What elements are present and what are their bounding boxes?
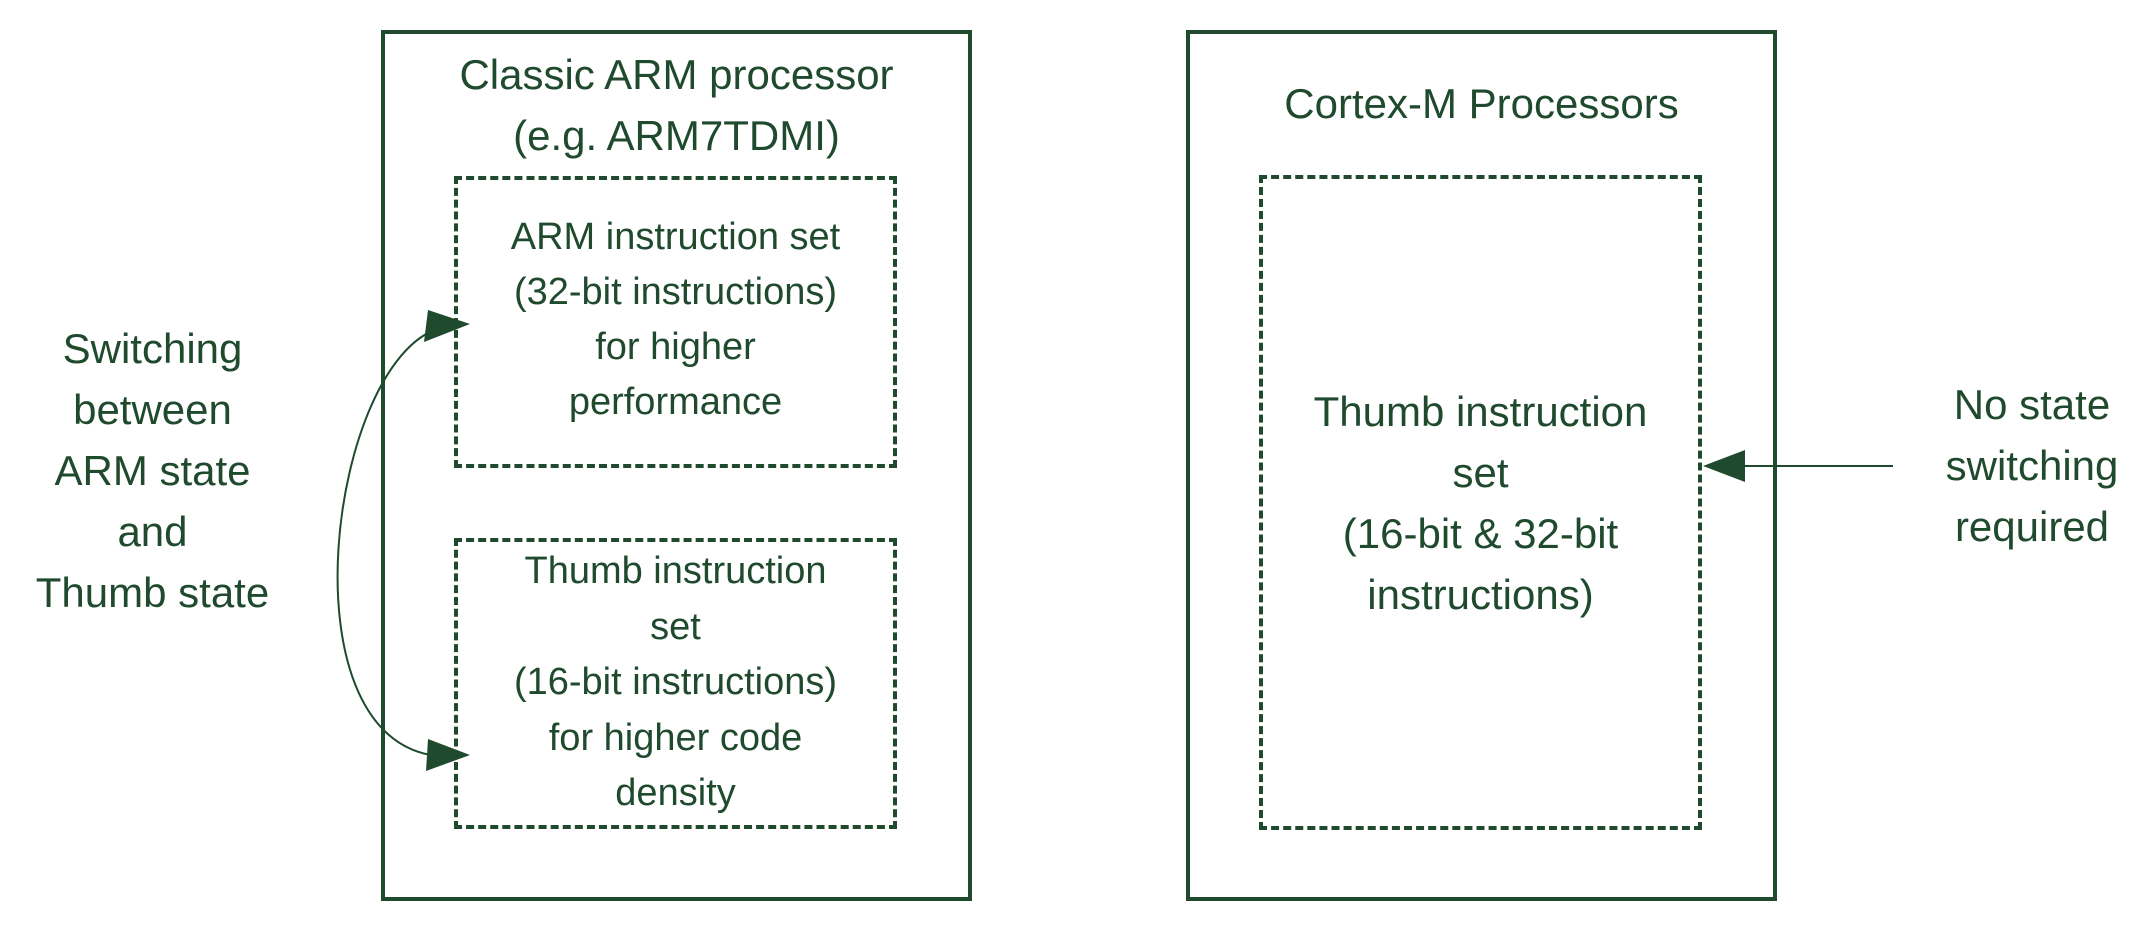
thumb-instruction-set-box xyxy=(454,538,897,829)
switching-note: Switching between ARM state and Thumb st… xyxy=(35,325,270,616)
arrowhead-bottom xyxy=(426,739,470,771)
state-switch-arrow-curve xyxy=(336,327,441,757)
cortex-m-title: Cortex-M Processors xyxy=(1284,80,1679,127)
cortex-thumb-instruction-set-box xyxy=(1259,175,1702,830)
arrowhead-right xyxy=(1703,450,1745,482)
arm-instruction-set-text: ARM instruction set (32-bit instructions… xyxy=(510,216,841,423)
arrowhead-top xyxy=(424,310,470,342)
thumb-instruction-set-text: Thumb instruction set (16-bit instructio… xyxy=(513,550,838,814)
classic-arm-title: Classic ARM processor (e.g. ARM7TDMI) xyxy=(459,51,894,159)
no-switching-note: No state switching required xyxy=(1945,381,2119,550)
classic-arm-processor-box xyxy=(381,30,972,901)
cortex-thumb-instruction-set-text: Thumb instruction set (16-bit & 32-bit i… xyxy=(1313,388,1648,618)
